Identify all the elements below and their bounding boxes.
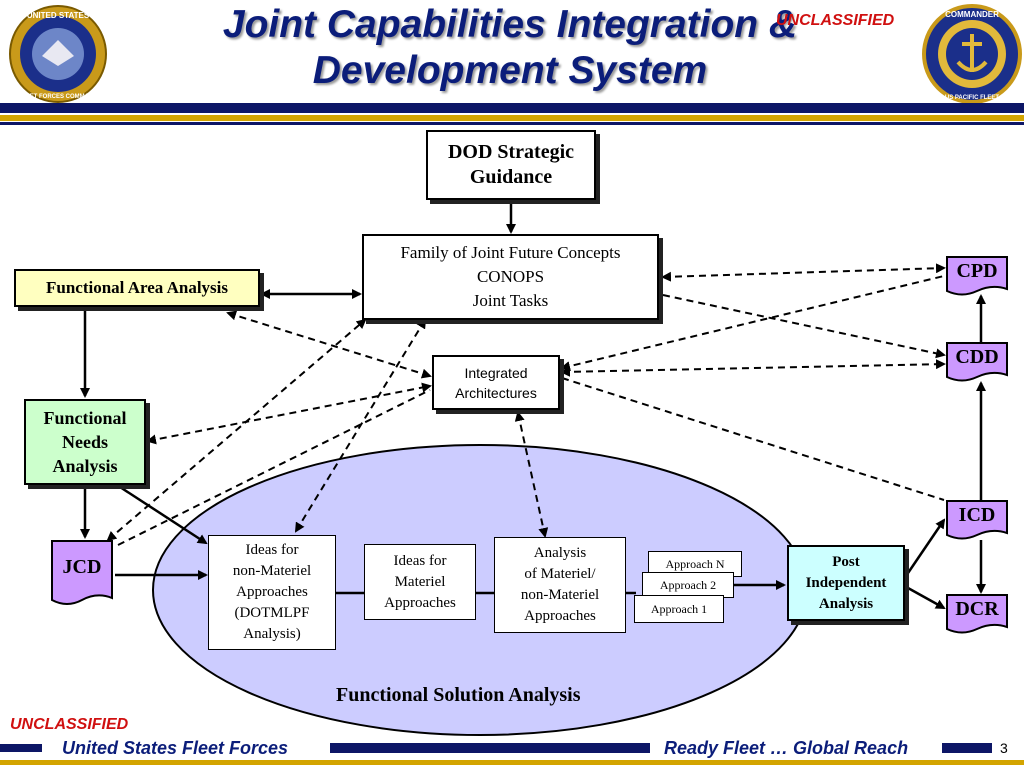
footer-gold-line (0, 760, 1024, 765)
pia-line1: Post (832, 553, 860, 570)
icd-label: ICD (958, 504, 996, 526)
approach-1-box: Approach 1 (634, 595, 724, 623)
ideas-non-materiel-box: Ideas for non-Materiel Approaches (DOTML… (208, 535, 336, 650)
classification-top: UNCLASSIFIED (776, 12, 895, 29)
ia-line1: Integrated (464, 364, 528, 381)
ia-line2: Architectures (455, 384, 537, 401)
post-independent-analysis-box: Post Independent Analysis (787, 545, 905, 621)
fleet-forces-seal: UNITED STATES FLEET FORCES COMMAND (8, 4, 108, 104)
dod-strategic-guidance-box: DOD Strategic Guidance (426, 130, 596, 200)
approach-n-label: Approach N (665, 557, 725, 571)
am-line3: non-Materiel (520, 587, 600, 603)
im-line3: Approaches (384, 594, 456, 611)
fsa-label: Functional Solution Analysis (336, 684, 581, 706)
icd-document: ICD (946, 500, 1008, 542)
footer-right-text: Ready Fleet … Global Reach (658, 738, 915, 758)
family-concepts-line1: Family of Joint Future Concepts (400, 243, 621, 262)
header-band-gold (0, 115, 1024, 121)
analysis-materiel-box: Analysis of Materiel/ non-Materiel Appro… (494, 537, 626, 633)
svg-text:US PACIFIC FLEET: US PACIFIC FLEET (945, 95, 1000, 101)
cdd-document: CDD (946, 342, 1008, 384)
family-of-concepts-box: Family of Joint Future Concepts CONOPS J… (362, 234, 659, 320)
family-concepts-line3: Joint Tasks (472, 291, 549, 310)
fna-line2: Needs (62, 432, 108, 452)
inm-line2: non-Materiel (232, 563, 312, 579)
approach-1-label: Approach 1 (650, 602, 708, 616)
inm-line1: Ideas for (245, 542, 299, 558)
footer-left-text: United States Fleet Forces (56, 738, 295, 758)
cpd-document: CPD (946, 256, 1008, 298)
title-line-1: Joint Capabilities Integration & (222, 3, 798, 46)
page-number: 3 (1000, 740, 1008, 756)
pia-line3: Analysis (818, 595, 874, 612)
fna-line1: Functional (43, 408, 127, 428)
inm-line4: (DOTMLPF (234, 605, 310, 621)
am-line1: Analysis (533, 545, 587, 561)
svg-text:UNITED STATES: UNITED STATES (27, 11, 90, 20)
pia-line2: Independent (805, 574, 887, 591)
jcd-label: JCD (62, 556, 102, 578)
am-line2: of Materiel/ (524, 566, 596, 582)
im-line2: Materiel (394, 573, 446, 590)
footer-band (0, 739, 1024, 757)
pacific-fleet-seal: COMMANDER US PACIFIC FLEET (922, 4, 1022, 104)
dcr-document: DCR (946, 594, 1008, 636)
dcr-label: DCR (955, 598, 999, 620)
inm-line5: Analysis) (243, 626, 301, 642)
integrated-architectures-box: Integrated Architectures (432, 355, 560, 410)
dod-guidance-label: DOD Strategic Guidance (447, 141, 575, 188)
family-concepts-line2: CONOPS (476, 267, 545, 286)
jcd-document: JCD (51, 540, 113, 608)
ideas-materiel-box: Ideas for Materiel Approaches (364, 544, 476, 620)
header-band-navy-thin (0, 122, 1024, 125)
im-line1: Ideas for (393, 552, 447, 569)
functional-needs-analysis-box: Functional Needs Analysis (24, 399, 146, 485)
approach-2-box: Approach 2 (642, 572, 734, 598)
fna-line3: Analysis (52, 456, 118, 476)
svg-text:COMMANDER: COMMANDER (945, 10, 999, 19)
am-line4: Approaches (524, 608, 596, 624)
functional-area-label: Functional Area Analysis (46, 278, 228, 297)
classification-bottom: UNCLASSIFIED (10, 716, 129, 733)
cdd-label: CDD (955, 346, 999, 368)
title-line-2: Development System (312, 49, 708, 92)
functional-area-analysis-box: Functional Area Analysis (14, 269, 260, 307)
header-band-navy (0, 103, 1024, 113)
cpd-label: CPD (956, 260, 998, 282)
inm-line3: Approaches (236, 584, 308, 600)
approach-2-label: Approach 2 (659, 578, 717, 592)
page-title: Joint Capabilities Integration & Develop… (150, 2, 870, 94)
svg-text:FLEET FORCES COMMAND: FLEET FORCES COMMAND (18, 94, 98, 100)
